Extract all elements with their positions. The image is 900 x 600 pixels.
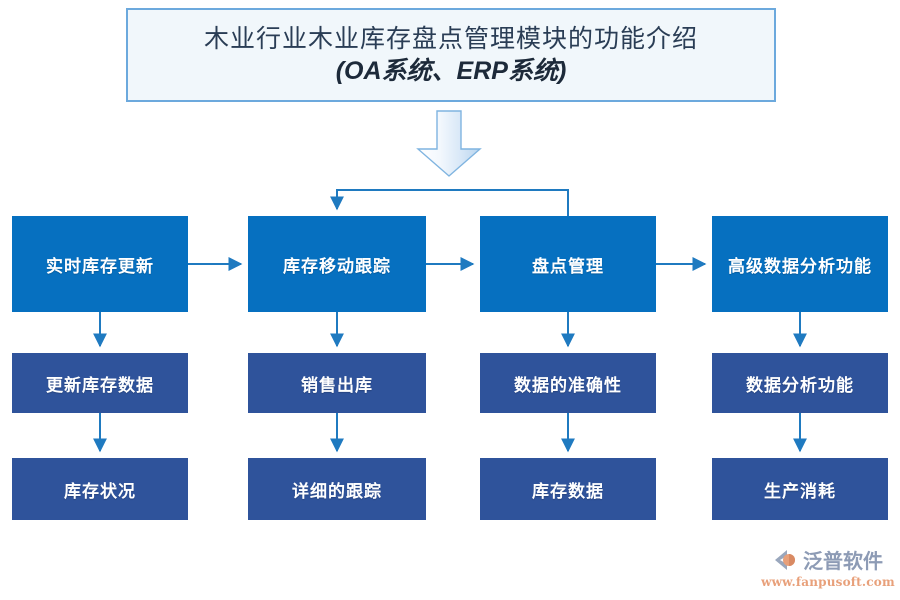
title-line-secondary: (OA系统、ERP系统) — [335, 57, 567, 85]
node-col1-level3[interactable]: 库存状况 — [12, 458, 188, 520]
watermark-logo: 泛普软件 www.fanpusoft.com — [760, 540, 896, 594]
watermark-brand-text: 泛普软件 — [803, 549, 883, 573]
node-col2-level3[interactable]: 详细的跟踪 — [248, 458, 426, 520]
node-col4-level1[interactable]: 高级数据分析功能 — [712, 216, 888, 312]
title-line-primary: 木业行业木业库存盘点管理模块的功能介绍 — [203, 23, 698, 53]
down-block-arrow-icon — [416, 110, 482, 177]
node-col1-level1[interactable]: 实时库存更新 — [12, 216, 188, 312]
node-col4-level2[interactable]: 数据分析功能 — [712, 353, 888, 413]
watermark-brand-row: 泛普软件 — [773, 545, 883, 574]
title-banner: 木业行业木业库存盘点管理模块的功能介绍 (OA系统、ERP系统) — [126, 8, 776, 102]
node-col2-level2[interactable]: 销售出库 — [248, 353, 426, 413]
node-col4-level3[interactable]: 生产消耗 — [712, 458, 888, 520]
node-col1-level2[interactable]: 更新库存数据 — [12, 353, 188, 413]
node-col2-level1[interactable]: 库存移动跟踪 — [248, 216, 426, 312]
watermark-url: www.fanpusoft.com — [761, 575, 895, 589]
fanpu-mark-icon — [775, 549, 795, 570]
node-col3-level2[interactable]: 数据的准确性 — [480, 353, 656, 413]
node-col3-level1[interactable]: 盘点管理 — [480, 216, 656, 312]
bracket-connector — [330, 189, 569, 216]
node-col3-level3[interactable]: 库存数据 — [480, 458, 656, 520]
